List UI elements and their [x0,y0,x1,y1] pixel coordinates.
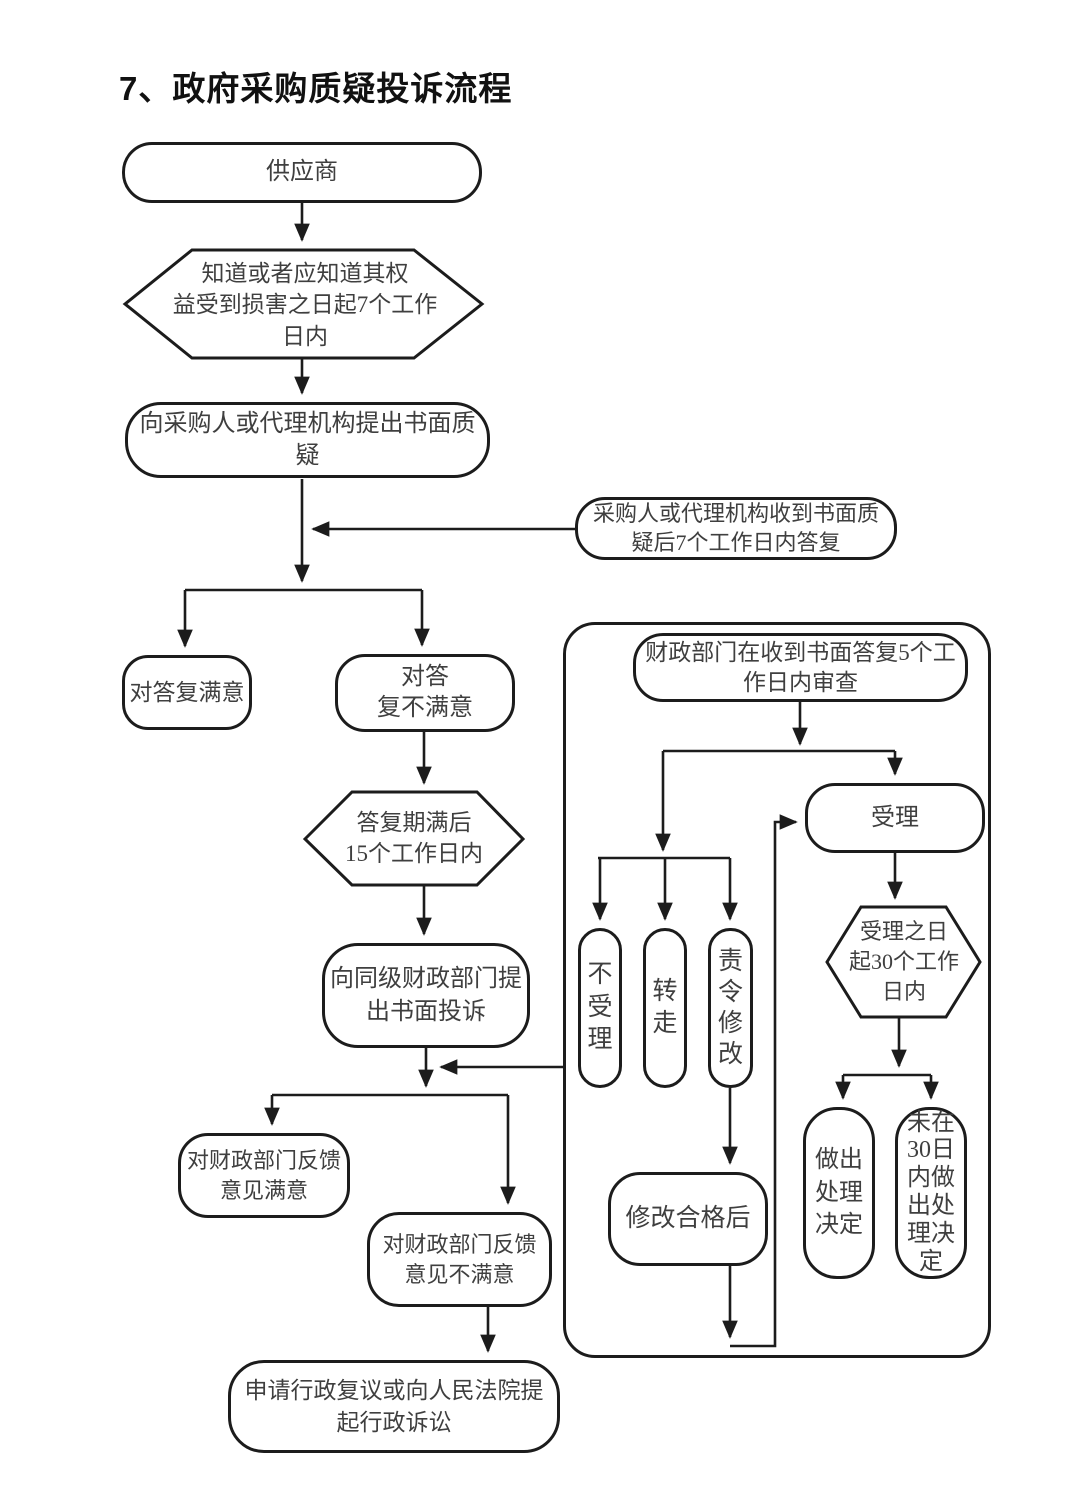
node-supplier: 供应商 [122,142,482,203]
node-lawsuit: 申请行政复议或向人民法院提 起行政诉讼 [228,1360,560,1453]
node-reject: 不 受 理 [578,928,622,1088]
hexagon-after-reply-deadline [302,790,526,887]
node-fb-unsatisfied: 对财政部门反馈 意见不满意 [367,1212,552,1307]
hexagon-shapes [122,248,982,1019]
node-review: 财政部门在收到书面答复5个工 作日内审查 [633,633,968,702]
node-fixed-ok: 修改合格后 [608,1172,768,1266]
node-reply-deadline: 采购人或代理机构收到书面质 疑后7个工作日内答复 [575,497,897,560]
node-decision: 做出 处理 决定 [803,1107,875,1279]
hexagon-accept-deadline [825,905,982,1019]
node-satisfied: 对答复满意 [122,655,252,730]
node-no-decision: 未在 30日 内做 出处 理决 定 [895,1107,967,1279]
node-order-fix: 责 令 修 改 [708,928,753,1088]
node-complaint: 向同级财政部门提 出书面投诉 [322,943,530,1048]
node-accept-deadline: 受理之日 起30个工作 日内 [848,919,959,1004]
hexagon-know-deadline [122,248,485,360]
node-know-deadline: 知道或者应知道其权 益受到损害之日起7个工作 日内 [172,261,438,349]
connector-lines [177,203,939,1353]
node-raise-query: 向采购人或代理机构提出书面质疑 [125,402,490,478]
node-accept: 受理 [805,783,985,853]
page-title: 7、政府采购质疑投诉流程 [119,70,513,107]
finance-dept-panel [563,622,991,1358]
node-transfer: 转 走 [643,928,687,1088]
node-unsatisfied: 对答 复不满意 [335,654,515,732]
node-fb-satisfied: 对财政部门反馈 意见满意 [178,1133,350,1218]
node-after-reply-deadline: 答复期满后 15个工作日内 [345,809,483,866]
